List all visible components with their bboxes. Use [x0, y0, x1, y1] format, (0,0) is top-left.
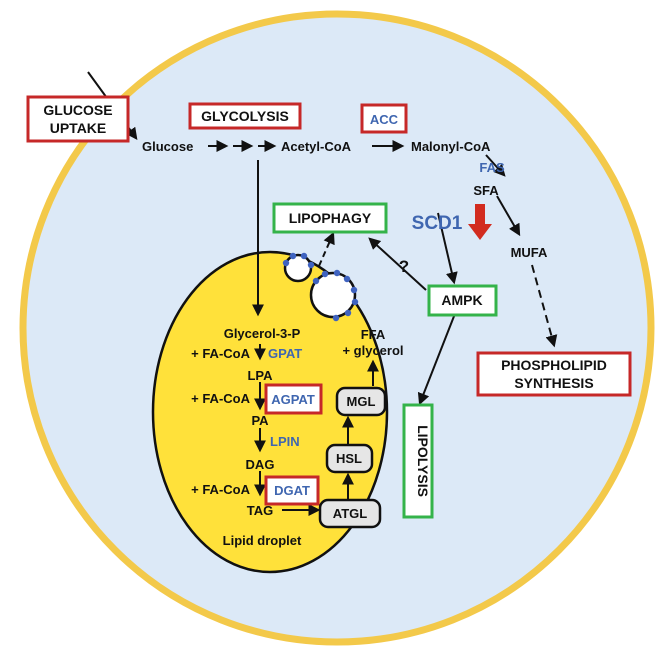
- glucose-label: Glucose: [142, 139, 193, 154]
- lipolysis-box: [402, 403, 434, 519]
- dgat-label: DGAT: [274, 483, 310, 498]
- agpat-label: AGPAT: [271, 392, 315, 407]
- glycerol-3-p-label: Glycerol-3-P: [224, 326, 301, 341]
- acetyl-coa-label: Acetyl-CoA: [281, 139, 352, 154]
- green-boxes: [272, 202, 498, 519]
- atgl-box: [318, 498, 382, 529]
- phospholipid-synthesis-box: [476, 351, 632, 397]
- glycolysis-box: [188, 102, 302, 130]
- lipid-droplet-label: Lipid droplet: [223, 533, 302, 548]
- glucose-uptake-label-line2: UPTAKE: [50, 120, 107, 136]
- red-boxes: [26, 95, 632, 506]
- fa-coa-label-3: + FA-CoA: [191, 482, 250, 497]
- agpat-box: [264, 383, 323, 415]
- glycolysis-label: GLYCOLYSIS: [201, 108, 289, 124]
- tag-label: TAG: [247, 503, 273, 518]
- glucose-uptake-box: [26, 95, 130, 143]
- hsl-box: [325, 443, 374, 474]
- fa-coa-label-1: + FA-CoA: [191, 346, 250, 361]
- ampk-label: AMPK: [441, 292, 482, 308]
- autophagosome-vesicles: [282, 252, 359, 322]
- lipophagy-label: LIPOPHAGY: [289, 210, 372, 226]
- fa-coa-label-2: + FA-CoA: [191, 391, 250, 406]
- lipase-boxes: [318, 386, 387, 529]
- ffa-label: FFA: [361, 327, 386, 342]
- fas-label: FAS: [479, 160, 505, 175]
- sfa-label: SFA: [473, 183, 499, 198]
- mufa-label: MUFA: [511, 245, 548, 260]
- phospholipid-label-line2: SYNTHESIS: [514, 375, 593, 391]
- dag-label: DAG: [246, 457, 275, 472]
- glycerol-label: + glycerol: [342, 343, 403, 358]
- question-mark: ?: [399, 257, 409, 276]
- gpat-label: GPAT: [268, 346, 302, 361]
- mgl-box: [335, 386, 387, 417]
- malonyl-coa-label: Malonyl-CoA: [411, 139, 491, 154]
- scd1-down-arrow: [468, 204, 492, 240]
- ampk-box: [427, 284, 498, 317]
- lipolysis-label: LIPOLYSIS: [415, 425, 431, 497]
- atgl-label: ATGL: [333, 506, 367, 521]
- phospholipid-label-line1: PHOSPHOLIPID: [501, 357, 607, 373]
- glucose-uptake-label-line1: GLUCOSE: [43, 102, 112, 118]
- mgl-label: MGL: [347, 394, 376, 409]
- lipophagy-box: [272, 202, 388, 234]
- pa-label: PA: [251, 413, 269, 428]
- hsl-label: HSL: [336, 451, 362, 466]
- acc-label: ACC: [370, 112, 399, 127]
- acc-box: [360, 103, 408, 134]
- lpa-label: LPA: [247, 368, 273, 383]
- lpin-label: LPIN: [270, 434, 300, 449]
- dgat-box: [264, 475, 320, 506]
- scd1-label: SCD1: [412, 213, 463, 234]
